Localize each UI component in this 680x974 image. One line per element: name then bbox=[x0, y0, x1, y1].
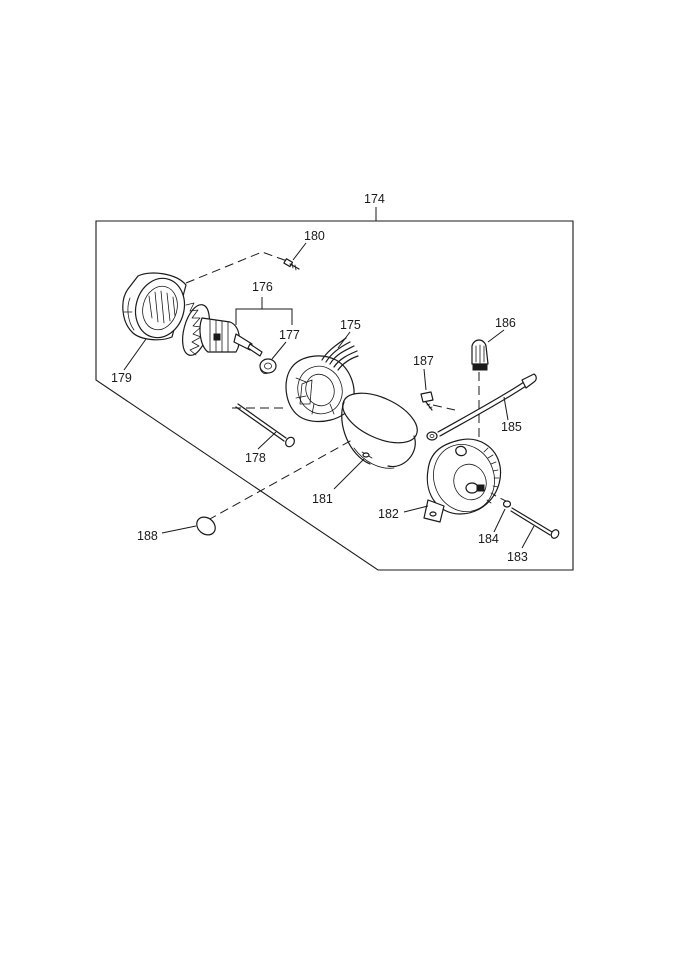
leader-181 bbox=[333, 458, 365, 490]
bracket-176 bbox=[235, 308, 293, 325]
leader-184 bbox=[493, 508, 506, 533]
wire-nut-186 bbox=[471, 339, 489, 371]
bearing-177 bbox=[259, 358, 277, 374]
callout-174: 174 bbox=[364, 192, 385, 206]
callout-183: 183 bbox=[507, 550, 528, 564]
bolt-183 bbox=[510, 507, 560, 539]
screw-180 bbox=[283, 258, 300, 271]
callout-176: 176 bbox=[252, 280, 273, 294]
cover-band-181 bbox=[341, 392, 418, 469]
leader-186 bbox=[487, 329, 505, 343]
leader-183 bbox=[521, 525, 535, 549]
callout-181: 181 bbox=[312, 492, 333, 506]
alignment-line-188 bbox=[207, 439, 353, 521]
leader-187 bbox=[423, 368, 427, 391]
leader-185 bbox=[503, 396, 509, 421]
leader-177 bbox=[271, 341, 287, 360]
leader-175 bbox=[337, 331, 351, 349]
through-bolt-178 bbox=[235, 403, 295, 448]
callout-182: 182 bbox=[378, 507, 399, 521]
callout-184: 184 bbox=[478, 532, 499, 546]
leader-179 bbox=[123, 338, 147, 371]
callout-178: 178 bbox=[245, 451, 266, 465]
callout-177: 177 bbox=[279, 328, 300, 342]
leader-182 bbox=[403, 505, 429, 513]
assembly-frame bbox=[95, 220, 574, 571]
callout-180: 180 bbox=[304, 229, 325, 243]
alignment-line-180 bbox=[185, 251, 291, 284]
callout-175: 175 bbox=[340, 318, 361, 332]
rear-housing-182 bbox=[423, 438, 502, 523]
callout-186: 186 bbox=[495, 316, 516, 330]
callout-187: 187 bbox=[413, 354, 434, 368]
callout-185: 185 bbox=[501, 420, 522, 434]
leader-178 bbox=[257, 431, 277, 450]
cap-188 bbox=[196, 516, 216, 536]
washer-184 bbox=[502, 500, 512, 508]
callout-179: 179 bbox=[111, 371, 132, 385]
screw-187 bbox=[420, 391, 434, 411]
leader-188 bbox=[161, 525, 197, 534]
rotor-assembly-176 bbox=[181, 302, 263, 357]
end-housing-179 bbox=[122, 272, 187, 341]
callout-188: 188 bbox=[137, 529, 158, 543]
alignment-line-187 bbox=[432, 404, 456, 411]
leader-180 bbox=[292, 242, 307, 261]
lead-wire-185 bbox=[426, 373, 537, 441]
